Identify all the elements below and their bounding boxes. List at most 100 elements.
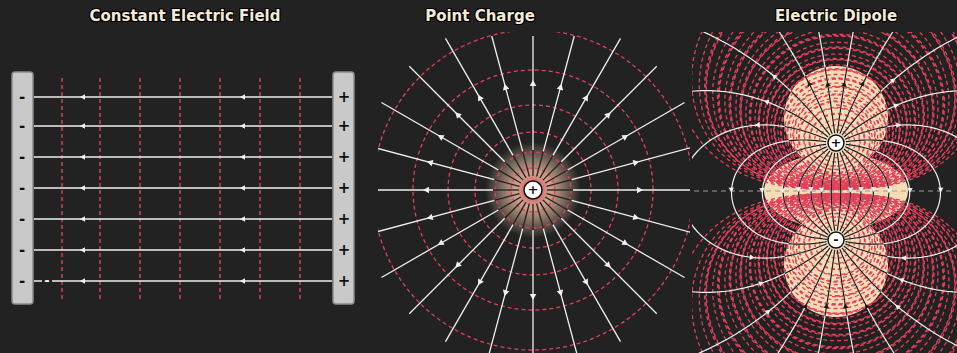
arrow-head xyxy=(823,303,828,308)
equipotential-line xyxy=(692,32,957,190)
field-line xyxy=(799,149,829,235)
field-line xyxy=(818,250,835,353)
field-line xyxy=(493,189,519,190)
field-line xyxy=(34,280,332,281)
arrow-head xyxy=(765,310,771,315)
equipotential-line xyxy=(139,78,140,300)
arrow-head xyxy=(530,80,537,86)
field-line xyxy=(505,200,523,218)
arrow-head xyxy=(633,214,640,220)
field-line xyxy=(819,32,835,133)
field-line xyxy=(783,147,827,237)
field-line xyxy=(553,225,621,342)
field-line xyxy=(378,189,493,190)
arrow-head xyxy=(893,104,899,109)
arrow-head xyxy=(503,290,509,297)
field-line xyxy=(819,30,835,133)
arrow-head xyxy=(841,82,846,87)
arrow-head xyxy=(80,94,85,100)
field-line xyxy=(732,140,827,244)
field-line xyxy=(822,152,833,231)
field-line xyxy=(822,152,833,231)
arrow-head xyxy=(848,188,853,193)
field-line xyxy=(840,32,894,134)
field-line xyxy=(543,162,561,180)
arrow-head xyxy=(796,187,801,192)
field-line xyxy=(381,103,498,171)
field-line xyxy=(409,66,504,161)
arrow-head xyxy=(478,95,484,102)
equipotential-line xyxy=(699,194,957,353)
arrow-head xyxy=(604,261,611,268)
field-line xyxy=(691,246,828,292)
field-line xyxy=(492,36,523,151)
arrow-head xyxy=(729,187,734,192)
arrow-head xyxy=(240,185,245,191)
charge-circle xyxy=(524,181,542,199)
arrow-head xyxy=(621,239,628,245)
arrow-head xyxy=(858,187,863,192)
arrow-head xyxy=(759,188,764,193)
field-line xyxy=(840,31,894,134)
field-line xyxy=(568,210,685,278)
field-line xyxy=(818,250,835,353)
field-line xyxy=(845,125,957,139)
field-line xyxy=(446,38,514,155)
inner-field-line-group xyxy=(691,30,957,353)
arrow-head xyxy=(530,294,537,300)
field-line xyxy=(699,248,830,353)
field-line xyxy=(842,248,957,347)
arrow-head xyxy=(907,188,912,193)
field-line xyxy=(840,152,851,231)
point-charge-panel xyxy=(378,32,690,353)
field-line xyxy=(699,248,830,353)
field-line xyxy=(844,149,874,235)
arrow-head xyxy=(455,112,462,119)
arrow-head xyxy=(438,135,445,141)
field-line xyxy=(513,202,526,225)
field-line xyxy=(842,248,957,347)
field-line xyxy=(842,37,957,136)
field-line xyxy=(692,91,828,137)
arrow-head xyxy=(901,255,906,260)
field-line xyxy=(845,125,957,139)
plate-sign: + xyxy=(338,272,351,290)
charge-sign: - xyxy=(833,232,838,248)
field-line xyxy=(692,224,827,258)
arrow-head xyxy=(240,216,245,222)
charge-sign: + xyxy=(831,135,842,151)
arrow-head xyxy=(895,305,901,310)
field-line xyxy=(545,197,568,210)
arrow-head xyxy=(808,187,813,192)
arrow-head xyxy=(750,254,755,259)
panel-heading: Constant Electric Field xyxy=(89,6,280,26)
field-line xyxy=(779,31,833,134)
field-line xyxy=(844,246,957,292)
arrow-head xyxy=(438,239,445,245)
plate-sign: - xyxy=(19,117,25,135)
plate-sign: - xyxy=(19,272,25,290)
arrow-head xyxy=(780,188,785,193)
symmetry-axis xyxy=(694,191,955,192)
arrow-head xyxy=(772,74,778,79)
field-line xyxy=(553,38,621,155)
arrow-head xyxy=(755,122,760,127)
field-line xyxy=(532,204,533,230)
field-line xyxy=(831,153,834,231)
field-line xyxy=(703,31,830,135)
arrow-head xyxy=(80,123,85,129)
field-line xyxy=(532,230,533,353)
plate-sign: + xyxy=(338,148,351,166)
arrow-head xyxy=(80,154,85,160)
field-line xyxy=(692,224,827,258)
arrow-head xyxy=(80,185,85,191)
arrow-head xyxy=(423,187,429,194)
arrow-head xyxy=(871,187,876,192)
field-line xyxy=(840,152,851,231)
equipotential-line xyxy=(179,78,180,300)
arrow-head xyxy=(896,123,901,128)
equipotential-line xyxy=(219,78,220,300)
arrow-head xyxy=(582,278,588,285)
